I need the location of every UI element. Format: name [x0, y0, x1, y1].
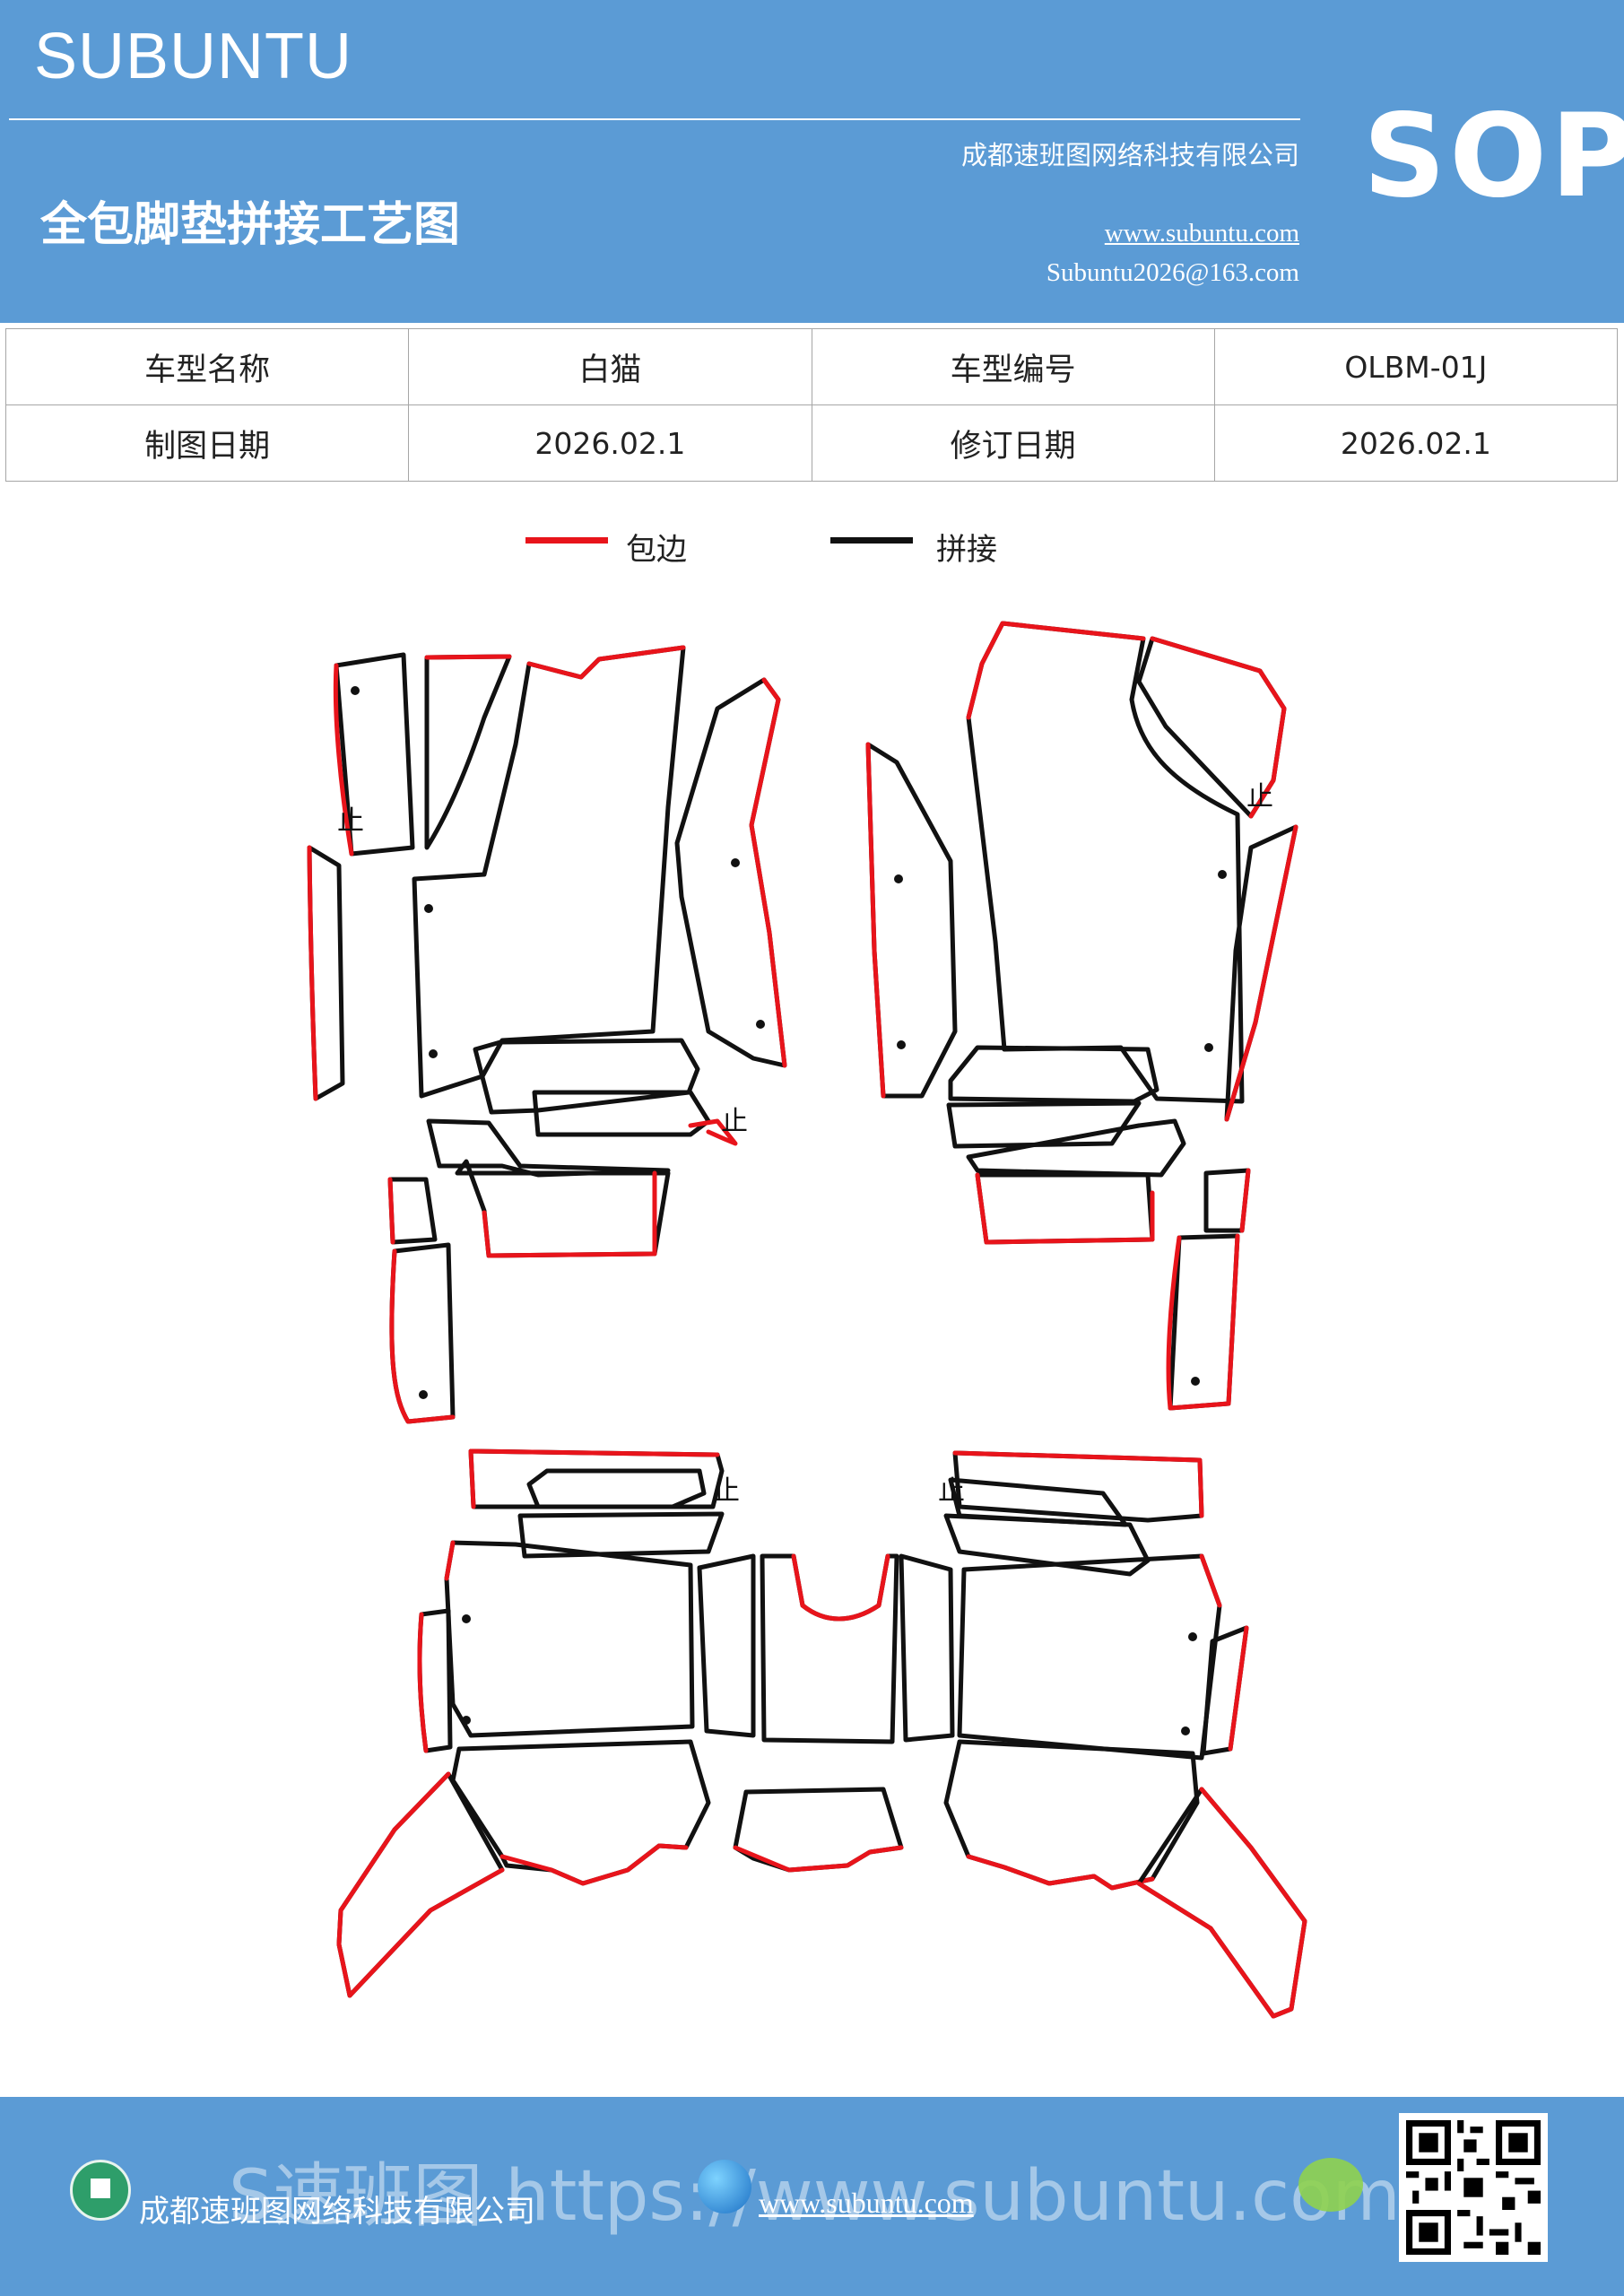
footer-banner: S速班图 https://www.subuntu.com 成都速班图网络科技有限… [0, 2097, 1624, 2296]
header-banner: SUBUNTU 全包脚垫拼接工艺图 成都速班图网络科技有限公司 www.subu… [0, 0, 1624, 323]
stop-mark: 止 [337, 805, 364, 837]
legend-join-label: 拼接 [936, 532, 997, 568]
model-name-label: 车型名称 [4, 328, 410, 405]
header-divider [9, 118, 1300, 120]
website-link[interactable]: www.subuntu.com [1104, 219, 1299, 248]
model-code-label: 车型编号 [811, 328, 1215, 405]
watermark-text: S速班图 https://www.subuntu.com [229, 2156, 1401, 2237]
table-row: 制图日期 2026.02.1 修订日期 2026.02.1 [4, 404, 1619, 482]
page-title: 全包脚垫拼接工艺图 [40, 197, 461, 252]
legend-join-swatch [830, 537, 913, 544]
stop-mark: 止 [1246, 781, 1273, 813]
table-row: 车型名称 白猫 车型编号 OLBM-01J [4, 328, 1619, 405]
legend-edge-label: 包边 [626, 532, 687, 568]
footer-company-name: 成都速班图网络科技有限公司 [139, 2194, 535, 2230]
stop-mark: 止 [713, 1475, 740, 1507]
footer-website-link[interactable]: www.subuntu.com [759, 2187, 974, 2219]
draw-date-value: 2026.02.1 [408, 404, 812, 482]
brand-logo: SUBUNTU [34, 21, 353, 92]
qr-code[interactable] [1399, 2113, 1548, 2262]
front-left-mats [307, 645, 787, 1424]
vehicle-info-table: 车型名称 白猫 车型编号 OLBM-01J 制图日期 2026.02.1 修订日… [4, 328, 1619, 482]
qr-code-icon [1406, 2120, 1541, 2255]
revision-date-value: 2026.02.1 [1213, 404, 1619, 482]
model-code-value: OLBM-01J [1213, 328, 1619, 405]
stop-mark: 止 [938, 1475, 965, 1507]
model-name-value: 白猫 [408, 328, 812, 405]
draw-date-label: 制图日期 [4, 404, 410, 482]
legend: 包边 拼接 [0, 525, 1624, 570]
wechat-icon [1298, 2158, 1363, 2212]
front-right-mats [865, 621, 1298, 1411]
company-icon [70, 2160, 131, 2221]
rear-mats [336, 1448, 1307, 2019]
globe-icon [698, 2160, 751, 2213]
email-address[interactable]: Subuntu2026@163.com [1046, 258, 1299, 287]
stop-mark: 止 [721, 1106, 748, 1137]
doc-type-badge: SOP [1363, 90, 1624, 223]
company-name: 成都速班图网络科技有限公司 [960, 140, 1299, 170]
legend-edge-swatch [525, 537, 608, 544]
revision-date-label: 修订日期 [811, 404, 1215, 482]
